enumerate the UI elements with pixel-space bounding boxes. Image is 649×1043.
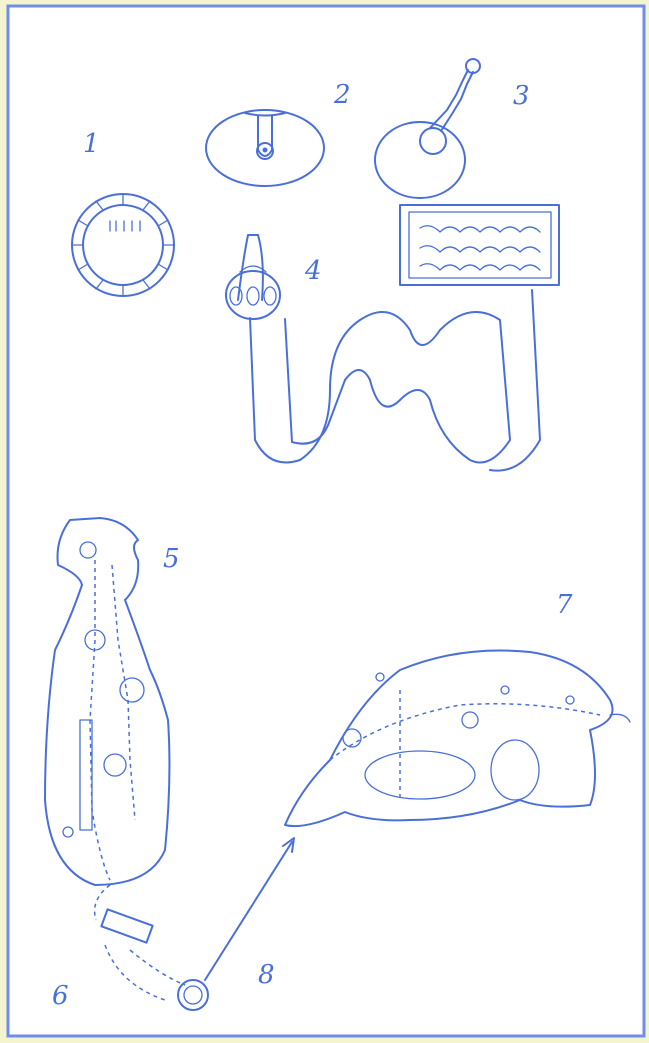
figure-label-2: 2 [333,80,351,110]
figure-label-3: 3 [513,81,530,111]
figure-label-1: 1 [83,129,100,159]
figure-label-7: 7 [556,590,573,620]
figure-label-8: 8 [258,960,275,990]
figure-frame [8,6,644,1036]
figure-label-6: 6 [52,981,69,1011]
figure-label-5: 5 [163,544,180,574]
figure-label-4: 4 [304,256,322,286]
